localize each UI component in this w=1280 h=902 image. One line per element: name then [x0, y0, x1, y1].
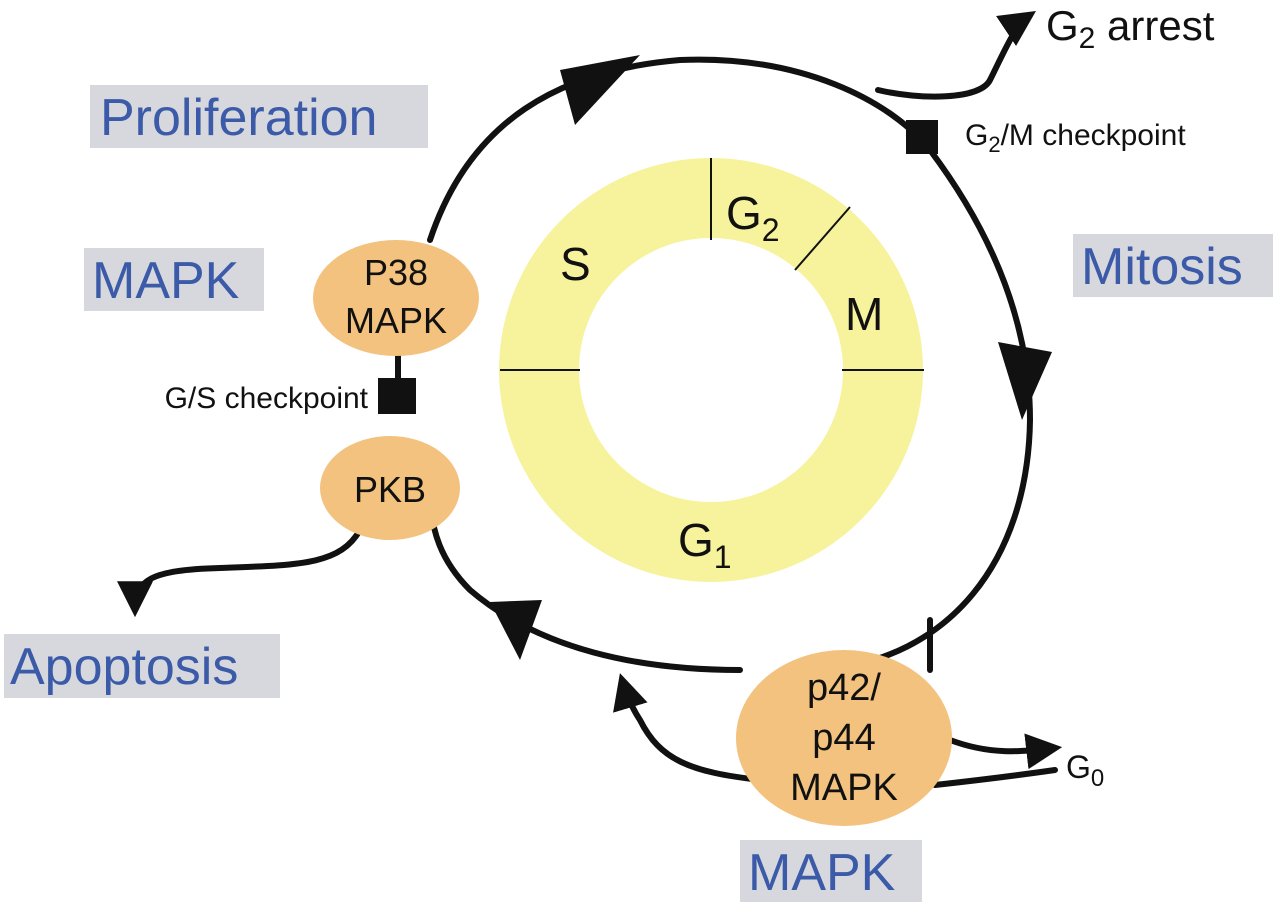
p38-label-line1: P38 — [364, 252, 428, 293]
p42-label-line2: p44 — [812, 717, 875, 759]
mapk-feedback-arrow-line — [613, 673, 763, 783]
cycle-arrowheads — [490, 55, 1052, 660]
g0-arrow-line — [947, 733, 1063, 770]
svg-text:MAPK: MAPK — [92, 252, 240, 310]
g2-arrest-label: G2 arrest — [1046, 2, 1215, 55]
p42-p44-mapk-node: p42/ p44 MAPK — [736, 650, 952, 826]
ring-inner — [579, 238, 843, 502]
pkb-node: PKB — [320, 436, 460, 540]
phase-g2-label: G2 — [726, 187, 780, 248]
arrowhead-bottom-left — [490, 600, 542, 660]
arrowhead-top — [560, 55, 640, 125]
mitosis-label: Mitosis — [1073, 234, 1273, 297]
g2m-checkpoint-label: G2/M checkpoint — [965, 119, 1186, 157]
phase-ring — [499, 158, 924, 582]
gs-checkpoint-marker — [378, 378, 416, 414]
divider-g2-m — [794, 206, 851, 271]
svg-text:Apoptosis: Apoptosis — [10, 638, 238, 696]
p38-mapk-node: P38 MAPK — [313, 240, 479, 356]
phase-g1-label: G1 — [678, 514, 732, 575]
pkb-label: PKB — [354, 469, 426, 510]
phase-s-label: S — [560, 238, 591, 290]
p42-label-line1: p42/ — [807, 667, 881, 709]
svg-text:MAPK: MAPK — [748, 844, 896, 902]
apoptosis-label: Apoptosis — [4, 634, 280, 698]
mapk-bottom-label: MAPK — [740, 840, 922, 902]
g0-label: G0 — [1066, 749, 1104, 792]
g2-arrest-arrow-line — [875, 11, 1036, 100]
arrowhead-right — [998, 342, 1052, 420]
svg-text:Proliferation: Proliferation — [100, 89, 377, 147]
svg-text:Mitosis: Mitosis — [1081, 238, 1243, 296]
mapk-left-label: MAPK — [84, 248, 264, 311]
apoptosis-arrow-line — [117, 527, 363, 618]
p42-label-line3: MAPK — [790, 767, 898, 809]
g2m-checkpoint-marker — [906, 120, 938, 154]
proliferation-label: Proliferation — [90, 85, 428, 148]
g0-return-line — [932, 767, 1058, 788]
p38-label-line2: MAPK — [345, 300, 447, 341]
gs-checkpoint-label: G/S checkpoint — [165, 382, 369, 415]
phase-m-label: M — [845, 288, 883, 340]
